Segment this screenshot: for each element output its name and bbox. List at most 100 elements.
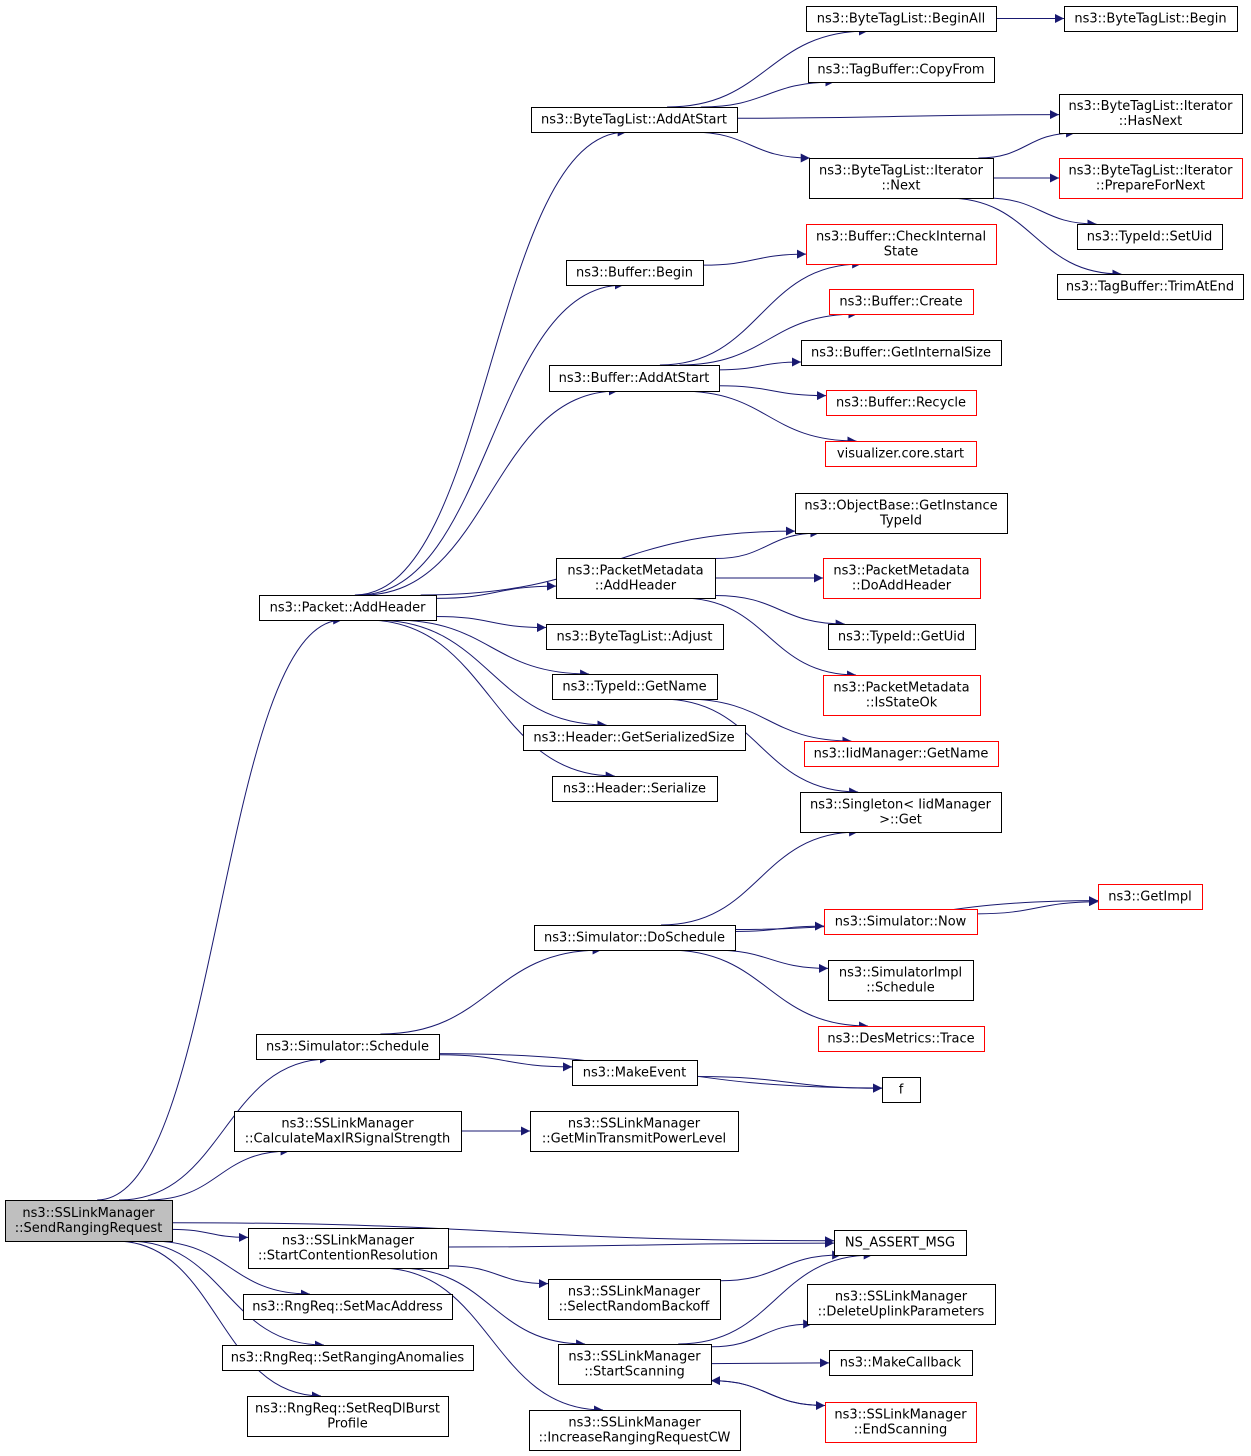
node-ns3-simulator-schedule[interactable]: ns3::Simulator::Schedule [256, 1034, 440, 1060]
node-label: ::Schedule [866, 981, 935, 996]
node-label: ::AddHeader [595, 579, 677, 594]
node-box [1098, 884, 1203, 910]
node-label: ns3::PacketMetadata [833, 564, 969, 579]
edge-n40-to-n43 [397, 1267, 586, 1349]
node-ns3-typeid-getuid[interactable]: ns3::TypeId::GetUid [828, 624, 976, 650]
node-visualizer-core-start[interactable]: visualizer.core.start [825, 441, 977, 467]
node-box [826, 390, 977, 416]
node-ns3-header-serialize[interactable]: ns3::Header::Serialize [552, 776, 718, 802]
node-box [534, 925, 736, 951]
edge-n1-to-n19 [435, 581, 557, 599]
node-ns3-sslinkmanager-startscanning[interactable]: ns3::SSLinkManager::StartScanning [558, 1344, 712, 1385]
node-ns3-rngreq-setmacaddress[interactable]: ns3::RngReq::SetMacAddress [243, 1294, 453, 1320]
node-ns3-iidmanager-getname[interactable]: ns3::IidManager::GetName [804, 741, 999, 767]
edge-n13-to-n14 [679, 309, 858, 366]
node-label: ns3::SSLinkManager [22, 1206, 155, 1221]
node-label: ns3::RngReq::SetMacAddress [252, 1300, 443, 1315]
node-label: ns3::TypeId::GetUid [838, 630, 965, 645]
node-ns3-sslinkmanager-deleteuplinkparameters[interactable]: ns3::SSLinkManager::DeleteUplinkParamete… [807, 1284, 996, 1325]
node-ns3-bytetaglist-begin[interactable]: ns3::ByteTagList::Begin [1064, 6, 1238, 32]
node-label: NS_ASSERT_MSG [845, 1236, 955, 1251]
edge-n45-to-n43 [710, 1376, 826, 1407]
node-ns3-bytetaglist-iterator-hasnext[interactable]: ns3::ByteTagList::Iterator::HasNext [1059, 94, 1243, 134]
node-label: ns3::RngReq::SetReqDlBurst [255, 1402, 440, 1417]
edge-n13-to-n12 [659, 259, 862, 366]
node-label: ns3::TypeId::SetUid [1087, 230, 1212, 245]
node-box [256, 1034, 440, 1060]
node-box [243, 1294, 453, 1320]
node-box [530, 1111, 739, 1152]
node-box [234, 1111, 462, 1152]
node-ns3-simulator-now[interactable]: ns3::Simulator::Now [824, 909, 978, 935]
node-ns-assert-msg[interactable]: NS_ASSERT_MSG [834, 1230, 967, 1256]
edge-n1-to-n13 [363, 386, 618, 596]
node-box [572, 1060, 698, 1086]
node-ns3-getimpl[interactable]: ns3::GetImpl [1098, 884, 1203, 910]
node-ns3-packetmetadata-addheader[interactable]: ns3::PacketMetadata::AddHeader [556, 558, 716, 599]
node-ns3-buffer-begin[interactable]: ns3::Buffer::Begin [566, 260, 704, 286]
node-ns3-buffer-recycle[interactable]: ns3::Buffer::Recycle [826, 390, 977, 416]
node-label: ns3::Buffer::GetInternalSize [811, 346, 991, 361]
node-ns3-sslinkmanager-endscanning[interactable]: ns3::SSLinkManager::EndScanning [825, 1402, 977, 1443]
node-ns3-packetmetadata-isstateok[interactable]: ns3::PacketMetadata::IsStateOk [823, 675, 981, 716]
node-ns3-sslinkmanager-calculatemaxirsignalstrength[interactable]: ns3::SSLinkManager::CalculateMaxIRSignal… [234, 1111, 462, 1152]
node-ns3-sslinkmanager-sendrangingrequest[interactable]: ns3::SSLinkManager::SendRangingRequest [5, 1200, 173, 1242]
node-ns3-buffer-addatstart[interactable]: ns3::Buffer::AddAtStart [549, 365, 720, 392]
node-box [552, 776, 718, 802]
node-ns3-header-getserializedsize[interactable]: ns3::Header::GetSerializedSize [523, 725, 746, 751]
node-label: ::DeleteUplinkParameters [818, 1305, 985, 1320]
node-ns3-packet-addheader[interactable]: ns3::Packet::AddHeader [259, 595, 437, 621]
edge-n34-to-n29 [380, 945, 602, 1035]
node-ns3-bytetaglist-addatstart[interactable]: ns3::ByteTagList::AddAtStart [531, 107, 738, 133]
node-ns3-bytetaglist-iterator-preparefornext[interactable]: ns3::ByteTagList::Iterator::PrepareForNe… [1059, 158, 1243, 199]
node-ns3-makeevent[interactable]: ns3::MakeEvent [572, 1060, 698, 1086]
node-ns3-buffer-create[interactable]: ns3::Buffer::Create [829, 289, 974, 315]
node-box [1057, 274, 1244, 300]
edges-layer [97, 14, 1122, 1415]
node-ns3-rngreq-setranginganomalies[interactable]: ns3::RngReq::SetRangingAnomalies [222, 1345, 474, 1371]
node-ns3-sslinkmanager-getmintransmitpowerlevel[interactable]: ns3::SSLinkManager::GetMinTransmitPowerL… [530, 1111, 739, 1152]
edge-n35-to-n36 [696, 1075, 883, 1093]
node-label: ns3::ByteTagList::Iterator [1069, 99, 1234, 114]
node-ns3-simulatorimpl-schedule[interactable]: ns3::SimulatorImpl::Schedule [828, 960, 974, 1001]
node-ns3-typeid-setuid[interactable]: ns3::TypeId::SetUid [1077, 224, 1223, 250]
node-ns3-typeid-getname[interactable]: ns3::TypeId::GetName [552, 674, 718, 700]
node-ns3-buffer-getinternalsize[interactable]: ns3::Buffer::GetInternalSize [801, 340, 1002, 366]
node-ns3-bytetaglist-iterator-next[interactable]: ns3::ByteTagList::Iterator::Next [809, 158, 994, 199]
node-label: ns3::ByteTagList::Adjust [557, 630, 713, 645]
edge-n11-to-n12 [702, 249, 807, 266]
node-label: ::IncreaseRangingRequestCW [539, 1431, 731, 1446]
edge-n0-to-n47 [150, 1240, 310, 1299]
edge-n43-to-n42 [710, 1319, 813, 1348]
node-box [248, 1228, 449, 1269]
node-ns3-sslinkmanager-increaserangingrequestcw[interactable]: ns3::SSLinkManager::IncreaseRangingReque… [529, 1410, 741, 1451]
node-ns3-simulator-doschedule[interactable]: ns3::Simulator::DoSchedule [534, 925, 736, 951]
node-ns3-desmetrics-trace[interactable]: ns3::DesMetrics::Trace [818, 1026, 985, 1052]
node-ns3-packetmetadata-doaddheader[interactable]: ns3::PacketMetadata::DoAddHeader [823, 558, 981, 599]
node-box [809, 158, 994, 199]
node-box [552, 674, 718, 700]
node-label: ns3::MakeEvent [583, 1066, 687, 1081]
edge-n1-to-n23 [435, 615, 547, 633]
node-box [556, 558, 716, 599]
node-label: ns3::ByteTagList::Iterator [1069, 164, 1234, 179]
node-box [549, 365, 720, 392]
node-ns3-makecallback[interactable]: ns3::MakeCallback [829, 1350, 973, 1376]
node-box [823, 675, 981, 716]
node-f[interactable]: f [882, 1077, 921, 1103]
node-ns3-bytetaglist-adjust[interactable]: ns3::ByteTagList::Adjust [546, 624, 724, 650]
node-ns3-tagbuffer-trimatend[interactable]: ns3::TagBuffer::TrimAtEnd [1057, 274, 1244, 300]
node-ns3-sslinkmanager-selectrandombackoff[interactable]: ns3::SSLinkManager::SelectRandomBackoff [548, 1279, 721, 1320]
node-ns3-bytetaglist-beginall[interactable]: ns3::ByteTagList::BeginAll [806, 6, 997, 32]
node-label: ns3::ObjectBase::GetInstance [804, 499, 997, 514]
node-ns3-tagbuffer-copyfrom[interactable]: ns3::TagBuffer::CopyFrom [808, 57, 995, 83]
node-ns3-singleton-iidmanager-get[interactable]: ns3::Singleton< IidManager>::Get [800, 792, 1002, 833]
edge-n29-to-n26 [660, 827, 859, 926]
node-label: ns3::SSLinkManager [568, 1416, 701, 1431]
node-label: ::StartContentionResolution [258, 1249, 438, 1264]
node-label: ns3::DesMetrics::Trace [827, 1032, 974, 1047]
node-ns3-sslinkmanager-startcontentionresolution[interactable]: ns3::SSLinkManager::StartContentionResol… [248, 1228, 449, 1269]
